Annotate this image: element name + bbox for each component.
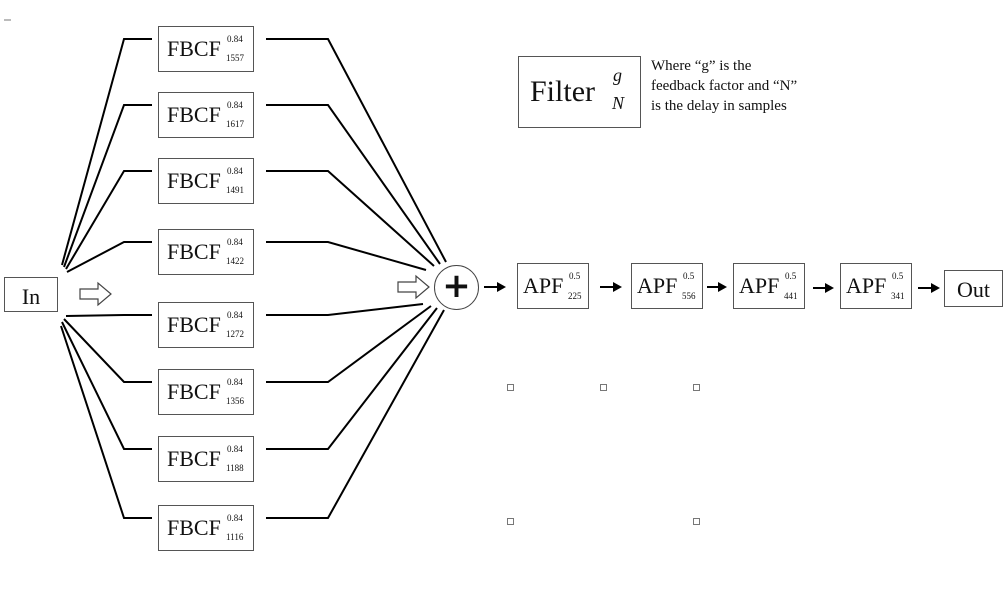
comb-filter-delay: 1491 <box>226 185 244 195</box>
arrow-icon <box>813 283 834 293</box>
plus-icon: + <box>442 266 471 306</box>
fan-out-wire <box>63 318 152 383</box>
input-label: In <box>21 284 41 309</box>
allpass-filter-label: APF <box>637 273 678 298</box>
hollow-arrow-icon <box>79 281 112 307</box>
arrow-icon <box>484 282 506 292</box>
input-block[interactable]: In <box>4 277 58 312</box>
fan-in-wire <box>266 104 441 265</box>
output-block[interactable]: Out <box>944 270 1003 307</box>
comb-filter-delay: 1422 <box>226 256 244 266</box>
legend-description: Where “g” is the feedback factor and “N”… <box>651 58 798 114</box>
output-label: Out <box>957 277 990 302</box>
selection-handle[interactable] <box>693 384 700 391</box>
comb-filter-gain: 0.84 <box>227 166 243 176</box>
arrow-icon <box>600 282 622 292</box>
legend-n-symbol: N <box>612 93 625 113</box>
fan-out-wire <box>63 104 152 268</box>
allpass-filter-delay: 556 <box>682 291 696 301</box>
fan-in-wire <box>266 170 435 267</box>
legend-g-symbol: g <box>613 65 622 85</box>
comb-filter-label: FBCF <box>167 36 221 61</box>
comb-filter-label: FBCF <box>167 168 221 193</box>
comb-filter-delay: 1557 <box>226 53 244 63</box>
comb-filter-gain: 0.84 <box>227 377 243 387</box>
fan-in-wire <box>266 309 445 519</box>
fan-out-wire <box>65 314 152 317</box>
comb-filter-gain: 0.84 <box>227 237 243 247</box>
allpass-filter-block[interactable]: APF 0.5 556 <box>631 263 703 309</box>
comb-filter-label: FBCF <box>167 446 221 471</box>
corner-mark <box>4 19 11 21</box>
fan-out-wire <box>60 325 152 519</box>
comb-filter-gain: 0.84 <box>227 100 243 110</box>
arrow-icon <box>918 283 940 293</box>
selection-handle[interactable] <box>693 518 700 525</box>
fan-out-wire <box>65 170 152 270</box>
allpass-filter-label: APF <box>523 273 564 298</box>
comb-filter-block[interactable]: FBCF 0.84 1356 <box>158 369 254 415</box>
allpass-filter-label: APF <box>739 273 780 298</box>
hollow-arrow-icon <box>397 274 430 300</box>
legend-filter-label: Filter <box>530 75 595 108</box>
fan-out-wire <box>61 38 152 266</box>
selection-handle[interactable] <box>507 518 514 525</box>
fan-in-wire <box>266 305 432 383</box>
allpass-filter-delay: 441 <box>784 291 798 301</box>
comb-filter-label: FBCF <box>167 312 221 337</box>
summing-junction[interactable]: + <box>434 265 479 310</box>
allpass-filter-gain: 0.5 <box>785 271 797 281</box>
fan-in-wire <box>266 303 424 316</box>
selection-handle[interactable] <box>600 384 607 391</box>
legend-filter-block: Filter g N <box>518 56 641 128</box>
allpass-filter-block[interactable]: APF 0.5 225 <box>517 263 589 309</box>
comb-filter-block[interactable]: FBCF 0.84 1491 <box>158 158 254 204</box>
allpass-filter-gain: 0.5 <box>892 271 904 281</box>
comb-filter-delay: 1188 <box>226 463 244 473</box>
comb-filter-block[interactable]: FBCF 0.84 1617 <box>158 92 254 138</box>
allpass-filter-block[interactable]: APF 0.5 341 <box>840 263 912 309</box>
comb-filter-block[interactable]: FBCF 0.84 1422 <box>158 229 254 275</box>
fan-out-wire <box>66 241 152 273</box>
comb-filter-delay: 1116 <box>226 532 244 542</box>
comb-filter-gain: 0.84 <box>227 310 243 320</box>
fan-in-wire <box>266 241 427 271</box>
selection-handle[interactable] <box>507 384 514 391</box>
comb-filter-label: FBCF <box>167 239 221 264</box>
arrow-icon <box>707 282 727 292</box>
comb-filter-delay: 1356 <box>226 396 244 406</box>
allpass-filter-label: APF <box>846 273 887 298</box>
fan-in-wire <box>266 307 438 450</box>
allpass-filter-block[interactable]: APF 0.5 441 <box>733 263 805 309</box>
comb-filter-delay: 1617 <box>226 119 244 129</box>
comb-filter-block[interactable]: FBCF 0.84 1116 <box>158 505 254 551</box>
comb-filter-gain: 0.84 <box>227 34 243 44</box>
allpass-filter-delay: 225 <box>568 291 582 301</box>
allpass-filter-delay: 341 <box>891 291 905 301</box>
comb-filter-delay: 1272 <box>226 329 244 339</box>
comb-filter-block[interactable]: FBCF 0.84 1557 <box>158 26 254 72</box>
allpass-filter-gain: 0.5 <box>683 271 695 281</box>
fan-out-wire <box>61 321 152 450</box>
comb-filter-gain: 0.84 <box>227 444 243 454</box>
fan-in-wire <box>266 38 447 263</box>
comb-filter-gain: 0.84 <box>227 513 243 523</box>
comb-filter-block[interactable]: FBCF 0.84 1272 <box>158 302 254 348</box>
allpass-filter-gain: 0.5 <box>569 271 581 281</box>
comb-filter-label: FBCF <box>167 379 221 404</box>
comb-filter-label: FBCF <box>167 102 221 127</box>
comb-filter-block[interactable]: FBCF 0.84 1188 <box>158 436 254 482</box>
comb-filter-label: FBCF <box>167 515 221 540</box>
